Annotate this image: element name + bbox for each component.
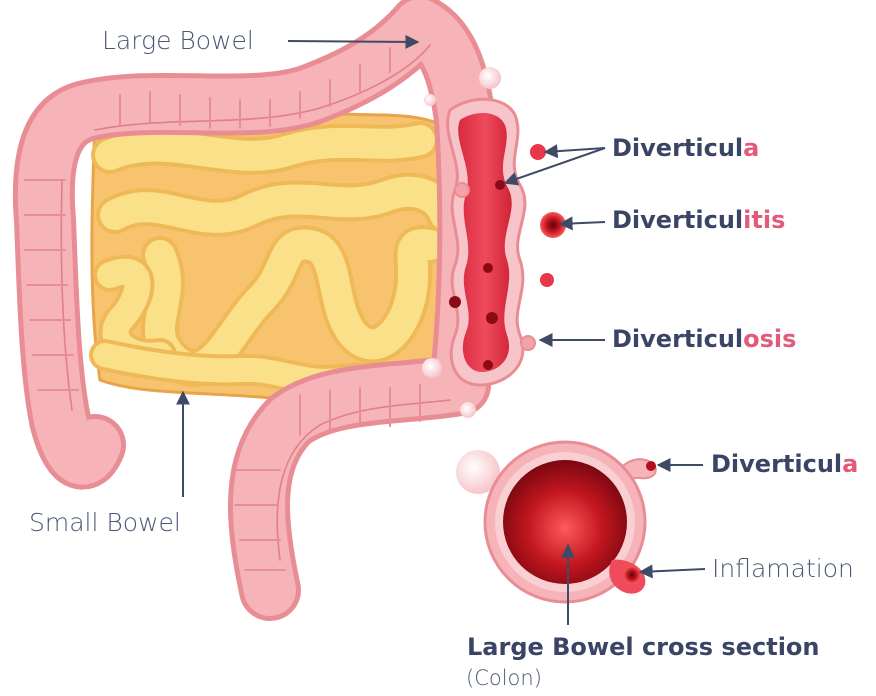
diverticulum-inflamed bbox=[540, 212, 566, 238]
diverticulum bbox=[479, 67, 501, 89]
diverticulum bbox=[521, 336, 535, 350]
diverticulitis-pointer bbox=[560, 222, 605, 224]
small-bowel-loop bbox=[110, 140, 420, 156]
inflamation-pointer bbox=[640, 569, 705, 572]
diverticulosis-label: Diverticulosis bbox=[612, 327, 796, 351]
diverticulitis-label-base: Diverticul bbox=[612, 206, 743, 234]
cross-section-subtitle: (Colon) bbox=[466, 668, 542, 689]
diverticulum bbox=[540, 273, 554, 287]
large-bowel-label: Large Bowel bbox=[102, 28, 254, 53]
cross-section-inflamed-core bbox=[623, 566, 641, 584]
diverticulum bbox=[449, 296, 461, 308]
cross-section-diverticulum-dot bbox=[646, 461, 656, 471]
small-bowel-label: Small Bowel bbox=[29, 510, 181, 535]
cross-diverticula-label-base: Diverticul bbox=[711, 450, 842, 478]
diverticula-label-base: Diverticul bbox=[612, 134, 743, 162]
diverticulosis-label-base: Diverticul bbox=[612, 325, 743, 353]
diverticulitis-label-accent: itis bbox=[743, 206, 785, 234]
diverticulum bbox=[424, 94, 436, 106]
diverticulum bbox=[422, 358, 442, 378]
cross-diverticula-label-accent: a bbox=[842, 450, 858, 478]
diverticulum bbox=[455, 183, 469, 197]
cross-section bbox=[456, 442, 656, 602]
inflamation-label: Inflamation bbox=[712, 556, 854, 581]
diverticulitis-label: Diverticulitis bbox=[612, 208, 785, 232]
cross-section-title: Large Bowel cross section bbox=[467, 635, 820, 659]
diverticulum bbox=[530, 144, 546, 160]
diverticulum bbox=[460, 402, 476, 418]
cross-section-lumen bbox=[503, 460, 627, 584]
diverticula-label: Diverticula bbox=[612, 136, 759, 160]
inflamed-colon-segment bbox=[448, 99, 525, 385]
diverticula-pointer-b bbox=[505, 148, 605, 183]
cross-diverticula-label: Diverticula bbox=[711, 452, 858, 476]
large-bowel-pointer bbox=[288, 41, 418, 42]
diverticulosis-label-accent: osis bbox=[743, 325, 796, 353]
small-bowel bbox=[92, 106, 455, 405]
diverticula-label-accent: a bbox=[743, 134, 759, 162]
